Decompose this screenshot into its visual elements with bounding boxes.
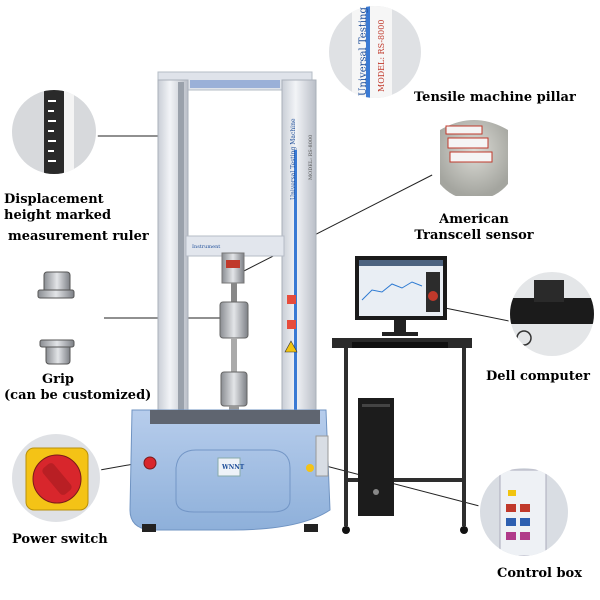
label-computer: Dell computer: [486, 369, 590, 384]
label-grip-2: (can be customized): [4, 388, 152, 403]
brand-logo: WNNT: [222, 464, 245, 471]
label-sensor-1: American: [439, 212, 509, 227]
right-pillar: [281, 79, 317, 421]
specimen: [231, 338, 237, 374]
label-ruler-1: Displacement: [4, 192, 104, 207]
crosshead-text: Instrument: [192, 244, 221, 250]
lower-grip: [220, 371, 248, 407]
base-label: [217, 457, 241, 477]
label-grip-1: Grip: [42, 372, 74, 387]
label-sensor-2: Transcell sensor: [414, 228, 534, 243]
upper-grip: [219, 301, 249, 339]
pillar-model: MODEL: RS-8000: [308, 134, 314, 180]
pillar-text: Universal Testing Machine: [290, 118, 297, 200]
label-control: Control box: [497, 566, 582, 581]
sticker-line2: MODEL: RS-8000: [377, 19, 386, 92]
keyboard: [352, 342, 448, 348]
label-power: Power switch: [12, 532, 108, 547]
side-panel: [315, 435, 329, 477]
pillar-ruler-stripe: [294, 150, 297, 420]
label-pillar: Tensile machine pillar: [414, 90, 576, 105]
warning-icon: [284, 340, 298, 353]
pc-tower: [358, 398, 394, 516]
sticker-line1: Universal Testing: [358, 7, 369, 96]
power-knob: [143, 456, 157, 470]
label-ruler-2: height marked: [4, 208, 112, 223]
label-ruler-3: measurement ruler: [8, 229, 149, 244]
grip-inset: [8, 270, 104, 366]
